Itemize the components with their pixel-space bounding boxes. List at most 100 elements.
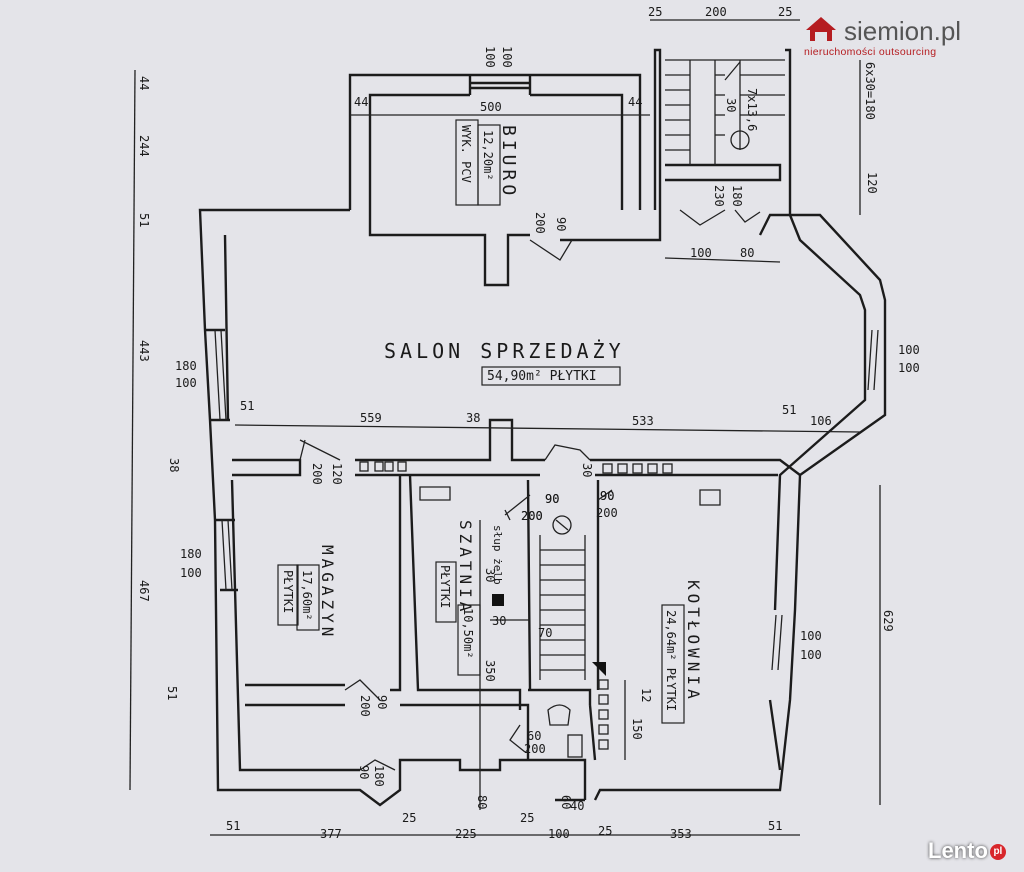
dimension-label: 60 — [527, 729, 541, 743]
room-magazyn-name: MAGAZYN — [318, 545, 337, 640]
lento-name: Lento — [928, 838, 988, 863]
dimension-label: 80 — [475, 795, 489, 809]
dimension-label: 350 — [483, 660, 497, 682]
house-logo-icon — [806, 17, 836, 41]
lento-suffix: pl — [989, 844, 1006, 861]
dimension-label: 100 — [898, 361, 920, 375]
windows — [214, 329, 879, 671]
dimension-lines — [129, 19, 881, 836]
dimension-label: 90 — [554, 217, 568, 231]
doors — [299, 209, 761, 771]
room-biuro-floor: WYK. PCV — [459, 125, 473, 183]
dimension-label: 90 — [600, 489, 614, 503]
dimension-label: 38 — [167, 458, 181, 472]
dimension-label: 100 — [500, 46, 514, 68]
dimension-label: 51 — [226, 819, 240, 833]
dimension-label: 443 — [137, 340, 151, 362]
dimension-label: 51 — [768, 819, 782, 833]
dimension-label: 150 — [630, 718, 644, 740]
room-biuro-area: 12,20m² — [481, 130, 495, 181]
dimension-label: 100 — [483, 46, 497, 68]
room-szatnia-floor: PŁYTKI — [438, 565, 452, 608]
dimension-label: 377 — [320, 827, 342, 841]
dimension-label: 44 — [628, 95, 642, 109]
dimension-label: 180 — [730, 185, 744, 207]
walls — [198, 48, 887, 807]
stairs-side-note: 6x30=180 — [863, 62, 877, 120]
biuro-wall-outer — [348, 73, 642, 210]
room-magazyn-area: 17,60m² — [300, 570, 314, 621]
kotlownia-chimney — [592, 662, 606, 676]
dimension-label: 90 — [545, 492, 559, 506]
dimension-label: 25 — [778, 5, 792, 19]
dimension-label: 230 — [712, 185, 726, 207]
dimension-label: 100 — [898, 343, 920, 357]
dimension-label: 200 — [521, 509, 543, 523]
dimension-label: 90 — [545, 492, 559, 506]
dimension-label: 200 — [596, 506, 618, 520]
dimension-label: 51 — [137, 213, 151, 227]
dimension-label: 180 — [180, 547, 202, 561]
dimension-label: 51 — [165, 686, 179, 700]
room-labels: BIURO 12,20m² WYK. PCV SALON SPRZEDAŻY 5… — [277, 62, 877, 724]
dimension-label: 180 — [175, 359, 197, 373]
dimension-text: 25 200 25 120 100 100 44 500 44 90 200 3… — [137, 5, 920, 841]
concrete-pillar — [492, 594, 504, 606]
room-salon-name: SALON SPRZEDAŻY — [384, 339, 625, 363]
dimension-label: 30 — [724, 98, 738, 112]
dimension-label: 200 — [524, 742, 546, 756]
dimension-label: 40 — [570, 799, 584, 813]
room-szatnia-name: SZATNIA — [456, 520, 475, 615]
dimension-label: 38 — [466, 411, 480, 425]
stairs-top — [665, 59, 785, 165]
biuro-window — [468, 75, 532, 95]
dimension-label: 44 — [354, 95, 368, 109]
room-magazyn-floor: PŁYTKI — [281, 570, 295, 613]
dimension-label: 70 — [538, 626, 552, 640]
pillar-note: słup żelb — [491, 525, 504, 585]
partition-magazyn — [245, 474, 522, 710]
dimension-label: 80 — [740, 246, 754, 260]
biuro-wall-inner — [368, 93, 624, 210]
dimension-label: 225 — [455, 827, 477, 841]
middle-wall — [232, 418, 801, 477]
dimension-label: 51 — [782, 403, 796, 417]
dimension-label: 353 — [670, 827, 692, 841]
outer-wall — [198, 208, 887, 807]
room-kotlownia-name: KOTŁOWNIA — [684, 580, 703, 703]
room-szatnia-area: 10,50m² — [461, 608, 475, 659]
brand-name: siemion.pl — [844, 16, 962, 46]
dimension-label: 200 — [705, 5, 727, 19]
dimension-label: 120 — [330, 463, 344, 485]
dimension-label: 533 — [632, 414, 654, 428]
dimension-label: 180 — [372, 765, 386, 787]
dimension-label: 30 — [492, 614, 506, 628]
stairs-top-note: 7x13,6 — [745, 88, 759, 131]
dimension-label: 25 — [598, 824, 612, 838]
dimension-label: 100 — [548, 827, 570, 841]
dimension-label: 200 — [358, 695, 372, 717]
fixtures — [359, 461, 721, 758]
room-kotlownia-area: 24,64m² PŁYTKI — [664, 610, 678, 711]
dimension-label: 25 — [520, 811, 534, 825]
dimension-label: 90 — [600, 489, 614, 503]
dimension-label: 30 — [483, 568, 497, 582]
dimension-label: 100 — [800, 629, 822, 643]
dimension-label: 100 — [690, 246, 712, 260]
dimension-label: 12 — [639, 688, 653, 702]
dimension-label: 60 — [559, 795, 573, 809]
dimension-label: 200 — [310, 463, 324, 485]
dimension-label: 244 — [137, 135, 151, 157]
room-biuro-name: BIURO — [498, 125, 519, 199]
dimension-label: 90 — [375, 695, 389, 709]
partition-stair — [520, 479, 600, 761]
dimension-label: 51 — [240, 399, 254, 413]
inner-perimeter — [223, 210, 867, 772]
dimension-label: 25 — [402, 811, 416, 825]
dimension-label: 100 — [180, 566, 202, 580]
dimension-label: 467 — [137, 580, 151, 602]
dimension-label: 44 — [137, 76, 151, 90]
brand-logo[interactable]: siemion.pl nieruchomości outsourcing — [804, 10, 1019, 60]
